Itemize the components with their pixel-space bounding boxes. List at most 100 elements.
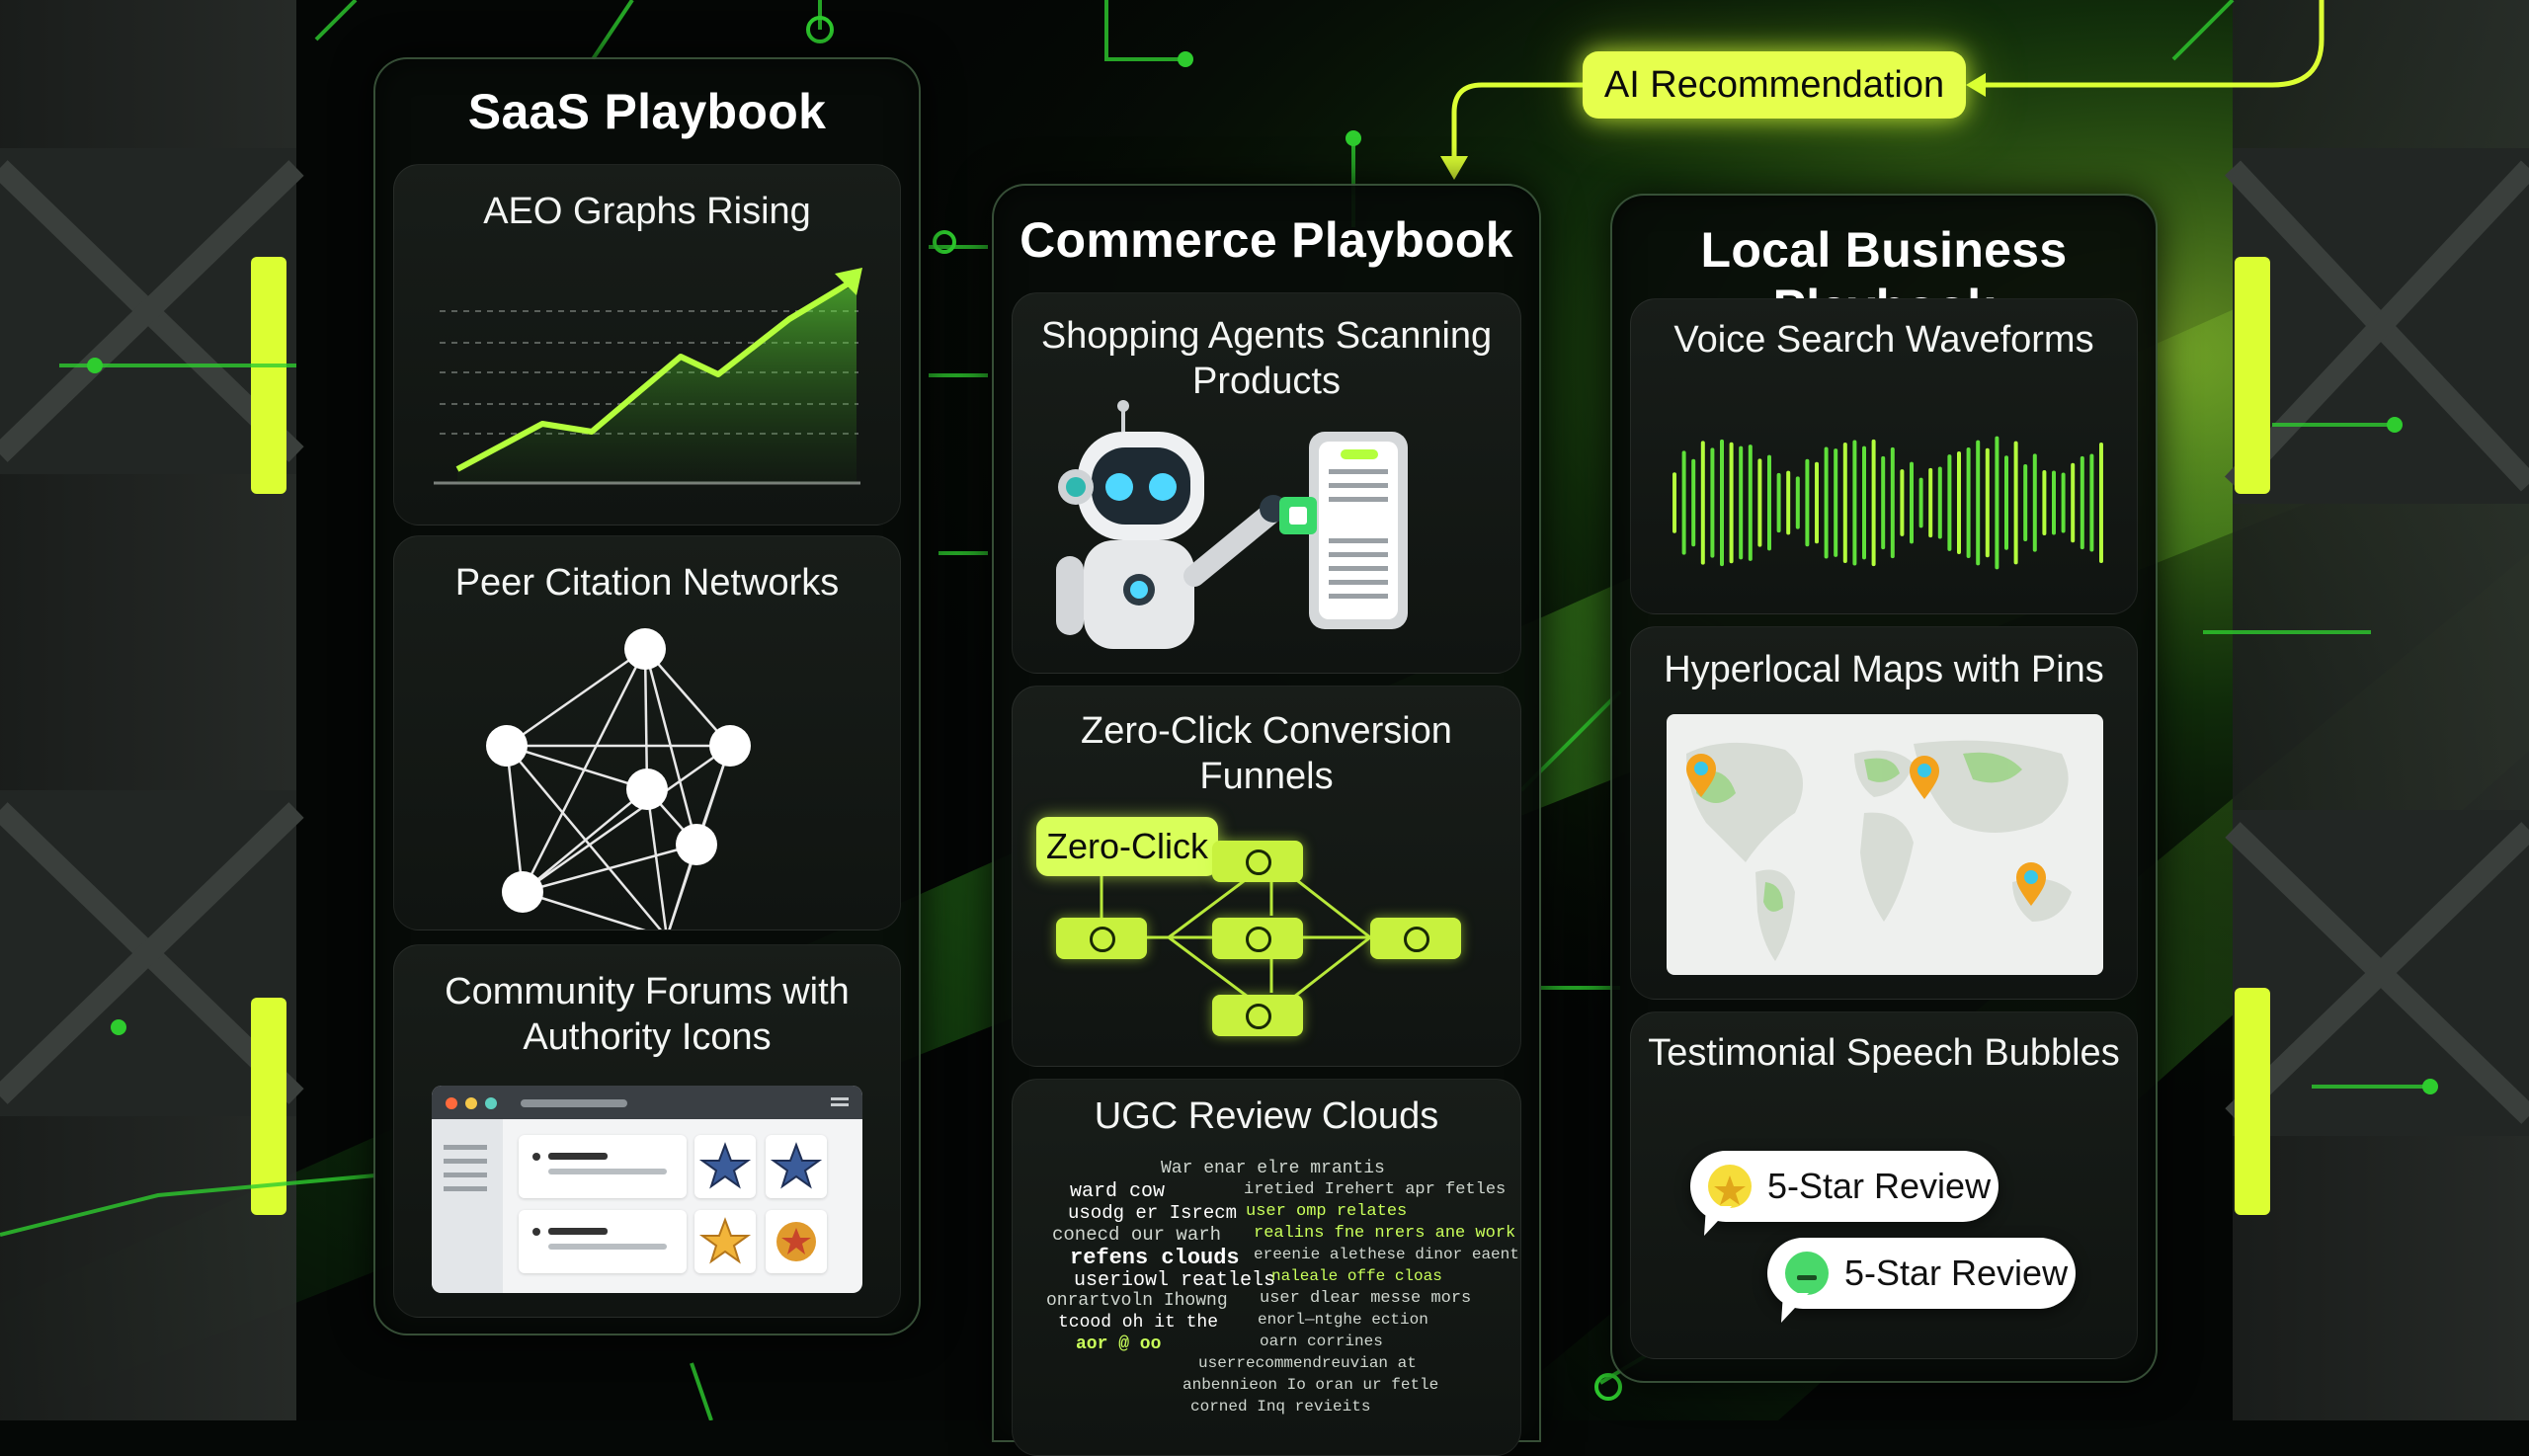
- voice-search-title: Voice Search Waveforms: [1673, 319, 2094, 361]
- waveform-bar: [1918, 477, 1923, 528]
- waveform-bar: [1842, 442, 1847, 564]
- testimonial-bubbles-title: Testimonial Speech Bubbles: [1648, 1032, 2120, 1074]
- waveform-bar: [1871, 439, 1876, 567]
- saas-playbook-column: SaaS Playbook AEO Graphs Rising: [373, 57, 921, 1335]
- funnel-node: [1370, 918, 1461, 959]
- waveform-bar: [1947, 454, 1952, 551]
- voice-search-card: Voice Search Waveforms: [1630, 298, 2138, 614]
- waveform-bar: [1834, 448, 1838, 557]
- waveform-bar: [1767, 454, 1771, 551]
- saas-playbook-title: SaaS Playbook: [467, 84, 827, 139]
- star-icon: [1708, 1165, 1752, 1208]
- review-speech-bubble: 5-Star Review: [1690, 1151, 1999, 1236]
- waveform-bar: [1786, 470, 1791, 535]
- shopping-agents-title: Shopping Agents Scanning Products: [1040, 315, 1493, 402]
- funnel-node: [1212, 918, 1303, 959]
- waveform-bar: [1681, 450, 1686, 555]
- aeo-graphs-title: AEO Graphs Rising: [483, 191, 811, 232]
- network-node: [676, 824, 717, 865]
- forum-mockup: [432, 1086, 862, 1293]
- waveform-bar: [1976, 440, 1981, 566]
- ugc-word: conecd our warh: [1052, 1224, 1222, 1246]
- waveform-bar: [1672, 472, 1676, 533]
- shopping-robot-illustration: [1056, 400, 1408, 649]
- community-forums-title: Community Forums with Authority Icons: [445, 971, 850, 1058]
- ugc-word: anbennieon Io oran ur fetle: [1183, 1376, 1439, 1394]
- network-node: [486, 725, 528, 767]
- ugc-word: usodg er Isrecm: [1068, 1202, 1238, 1224]
- network-node: [709, 725, 751, 767]
- waveform-bar: [1890, 446, 1895, 559]
- world-map: [1667, 714, 2103, 975]
- ugc-word: War enar elre mrantis: [1161, 1159, 1385, 1178]
- funnel-node: [1212, 995, 1303, 1036]
- waveform-bar: [1966, 446, 1971, 559]
- hyperlocal-maps-card: Hyperlocal Maps with Pins: [1630, 626, 2138, 1000]
- waveform-bar: [1739, 445, 1744, 560]
- hyperlocal-maps-title: Hyperlocal Maps with Pins: [1664, 649, 2104, 690]
- network-node: [502, 871, 543, 913]
- waveform-bar: [2032, 453, 2037, 552]
- check-icon: [1785, 1252, 1829, 1295]
- voice-waveform: [1672, 436, 2103, 570]
- zero-click-tag: Zero-Click: [1036, 817, 1218, 876]
- authority-star-icon: [694, 1135, 756, 1198]
- commerce-playbook-column: Commerce Playbook Shopping Agents Scanni…: [992, 184, 1541, 1456]
- waveform-bar: [2061, 472, 2066, 533]
- ugc-word: userrecommendreuvian at: [1198, 1354, 1417, 1372]
- ugc-word: oarn corrines: [1260, 1333, 1383, 1350]
- waveform-bar: [1710, 447, 1715, 558]
- ugc-word: user omp relates: [1246, 1202, 1408, 1221]
- waveform-bar: [1900, 469, 1905, 536]
- ugc-word: iretied Irehert apr fetles: [1244, 1180, 1507, 1199]
- local-business-playbook-column: Local Business Playbook Voice Search Wav…: [1610, 194, 2158, 1383]
- ugc-word: realins fne nrers ane work: [1254, 1224, 1516, 1243]
- waveform-bar: [1985, 447, 1990, 558]
- ugc-review-clouds-title: UGC Review Clouds: [1094, 1095, 1439, 1137]
- ugc-word: user dlear messe mors: [1260, 1289, 1472, 1308]
- location-pin-icon: [1686, 754, 1716, 797]
- forum-window-bar: [432, 1086, 862, 1119]
- citation-network-graph: [486, 628, 751, 930]
- waveform-bar: [1824, 446, 1829, 559]
- waveform-bar: [1862, 445, 1866, 560]
- waveform-bar: [1805, 458, 1810, 547]
- ugc-review-clouds-card: UGC Review Clouds War enar elre mrantis …: [1012, 1079, 1521, 1456]
- waveform-bar: [1720, 439, 1724, 567]
- community-forums-card: Community Forums with Authority Icons: [393, 944, 901, 1318]
- ugc-word: ward cow: [1070, 1180, 1166, 1203]
- network-node: [626, 768, 668, 810]
- peer-citation-title: Peer Citation Networks: [454, 562, 840, 604]
- waveform-bar: [1700, 441, 1705, 565]
- aeo-graphs-card: AEO Graphs Rising: [393, 164, 901, 526]
- zero-click-funnels-title: Zero-Click Conversion Funnels: [1081, 710, 1452, 797]
- waveform-bar: [1910, 461, 1914, 544]
- waveform-bar: [1937, 466, 1942, 539]
- forum-sidebar: [432, 1119, 503, 1293]
- forum-post-row: [519, 1135, 687, 1198]
- shopping-agents-card: Shopping Agents Scanning Products: [1012, 292, 1521, 674]
- gold-star-icon: [694, 1210, 756, 1273]
- waveform-bar: [2080, 455, 2084, 550]
- waveform-bar: [1928, 467, 1933, 538]
- ugc-word: ereenie alethese dinor eaents: [1254, 1246, 1521, 1263]
- ugc-word: tcood oh it the: [1058, 1313, 1219, 1333]
- location-pin-icon: [2016, 862, 2046, 906]
- review-speech-bubble: 5-Star Review: [1767, 1238, 2076, 1323]
- waveform-bar: [1691, 458, 1696, 547]
- waveform-bar: [2089, 453, 2094, 552]
- waveform-bar: [1748, 445, 1753, 561]
- peer-citation-card: Peer Citation Networks: [393, 535, 901, 930]
- ugc-word: refens clouds: [1070, 1246, 1240, 1270]
- location-pin-icon: [1910, 756, 1939, 799]
- commerce-playbook-title: Commerce Playbook: [1020, 212, 1513, 268]
- waveform-bar: [1815, 461, 1819, 544]
- waveform-bar: [1757, 458, 1762, 547]
- authority-star-icon: [766, 1135, 827, 1198]
- forum-post-row: [519, 1210, 687, 1273]
- waveform-bar: [1957, 451, 1961, 554]
- waveform-bar: [2004, 455, 2008, 550]
- waveform-bar: [2042, 469, 2047, 536]
- badge-medal-icon: [766, 1210, 827, 1273]
- testimonial-bubbles-card: Testimonial Speech Bubbles 5-Star Review…: [1630, 1011, 2138, 1359]
